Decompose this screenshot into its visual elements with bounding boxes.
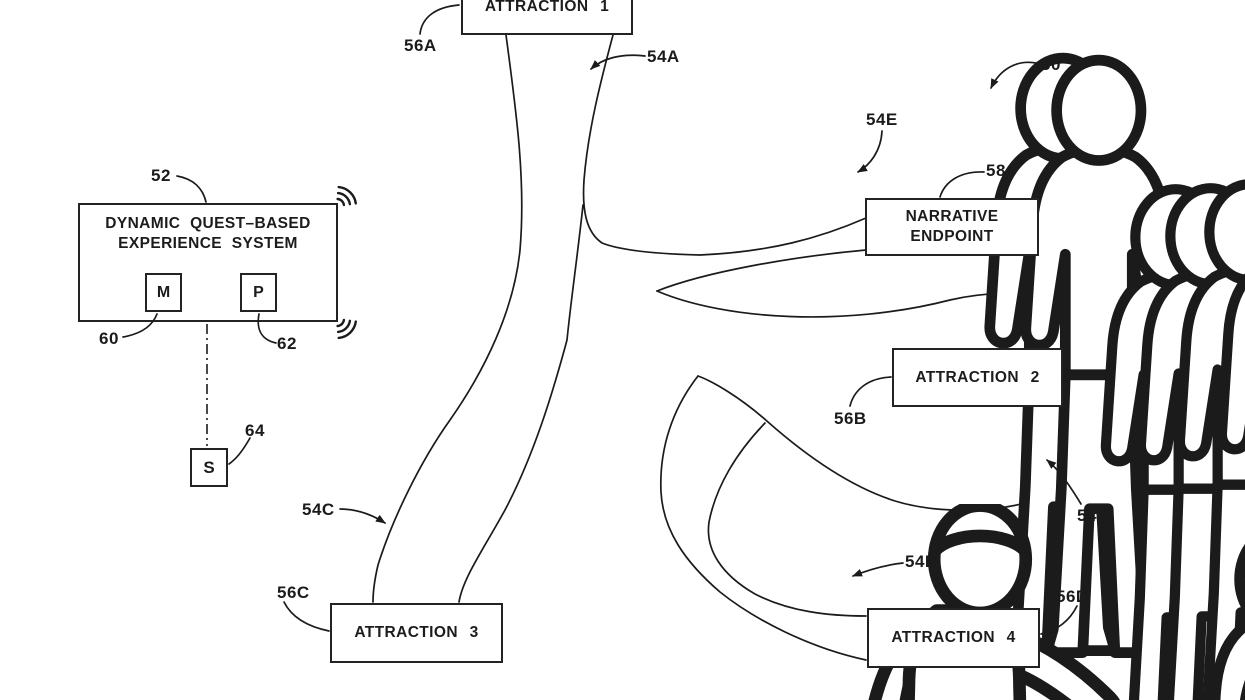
narrative-endpoint-box: NARRATIVE ENDPOINT [865,198,1039,256]
arrow-54e [857,130,883,173]
person-figure [1222,177,1245,700]
leader-58 [939,171,985,198]
memory-module-box: M [145,273,182,312]
attraction4-label: ATTRACTION 4 [891,629,1016,646]
person-figure [1209,529,1245,700]
attraction2-label: ATTRACTION 2 [915,368,1040,386]
arrow-54a [590,54,646,70]
wifi-signal-bottom-icon [336,318,357,340]
memory-module-label: M [156,283,171,301]
arrow-54d [852,562,904,577]
ref-52: 52 [151,166,171,185]
ref-56d: 56D [1056,587,1089,606]
attraction4-box: ATTRACTION 4 [867,608,1040,668]
ref-50: 50 [1041,55,1061,74]
person-figure [1237,552,1245,700]
processor-module-box: P [240,273,277,312]
processor-module-label: P [253,283,264,301]
endpoint-label-line2: ENDPOINT [910,228,994,245]
leader-52 [176,175,207,203]
attraction2-box: ATTRACTION 2 [892,348,1063,407]
ref-54c: 54C [302,500,335,519]
ref-60: 60 [99,329,119,348]
walkway-trunk-left-edge [372,34,523,603]
sensor-label: S [203,457,215,477]
ref-64: 64 [245,421,265,440]
arrow-54b [1046,459,1082,505]
walkway-island-top-edge [656,249,867,292]
attraction1-label: ATTRACTION 1 [484,0,610,15]
sensor-box: S [190,448,228,487]
leader-56d [1040,605,1078,635]
walkway-attraction4-upper-edge [707,422,867,617]
person-figure [1141,188,1245,700]
ref-62: 62 [277,334,297,353]
leader-56b [849,376,892,407]
ref-54b: 54B [1077,506,1110,525]
ref-58: 58 [986,161,1006,180]
ref-56a: 56A [404,36,437,55]
person-figure [1106,189,1245,700]
ref-54d: 54D [905,552,938,571]
person-figure [1180,184,1245,700]
wifi-signal-top-icon [336,185,357,207]
ref-56b: 56B [834,409,867,428]
arrow-54c [339,508,386,524]
walkway-fork-right-edge-to-attraction3 [458,204,584,603]
leader-64 [228,437,251,465]
ref-56c: 56C [277,583,310,602]
guest-group-54e [1106,168,1245,700]
leader-56a [419,4,460,35]
leader-56c [283,601,330,632]
guest-group-54d [1209,529,1245,700]
arrow-50 [990,61,1041,89]
endpoint-label-line1: NARRATIVE [905,208,999,225]
attraction3-box: ATTRACTION 3 [330,603,503,663]
walkway-trunk-right-edge-to-endpoint [582,34,867,256]
system-title-line1: DYNAMIC QUEST–BASED [105,215,311,232]
attraction3-label: ATTRACTION 3 [354,624,479,641]
system-box: DYNAMIC QUEST–BASED EXPERIENCE SYSTEM M … [78,203,338,322]
attraction1-box: ATTRACTION 1 [461,0,633,35]
system-title-line2: EXPERIENCE SYSTEM [118,235,298,252]
ref-54a: 54A [647,47,680,66]
ref-54e: 54E [866,110,898,129]
